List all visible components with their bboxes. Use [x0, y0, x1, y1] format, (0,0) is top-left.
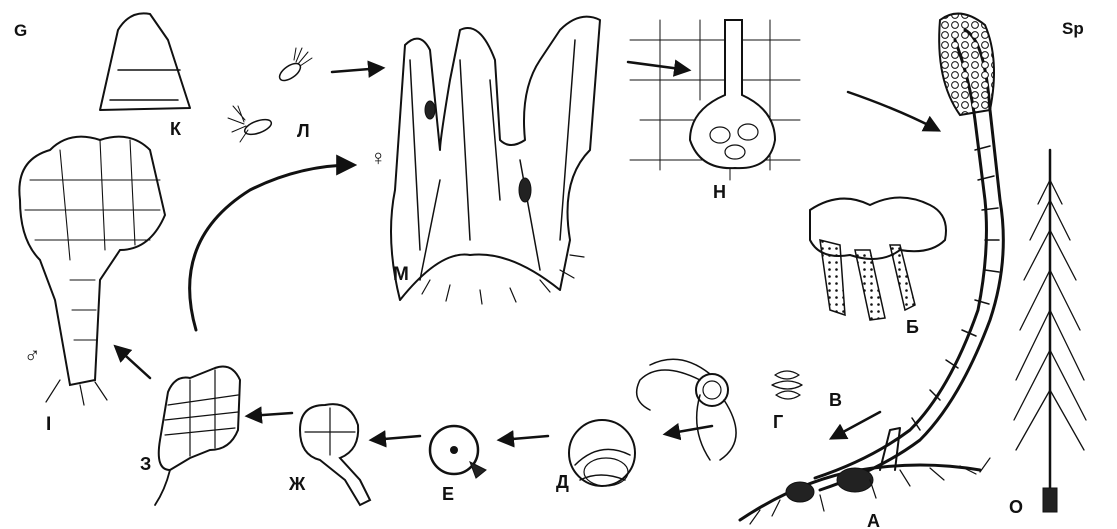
spore-uncoiled-elaters-drawing [637, 359, 736, 460]
label-b: Б [906, 317, 919, 337]
label-v: В [829, 390, 842, 410]
spore-drawing [430, 426, 486, 478]
arrow-l-to-m [332, 68, 382, 72]
sterile-shoot-drawing [1014, 150, 1086, 512]
arrow-zh-to-z [248, 413, 292, 416]
arrow-v-to-g [832, 412, 880, 438]
arrow-g-to-d [666, 426, 712, 434]
female-gametophyte-drawing [391, 17, 600, 304]
label-sp: Sp [1062, 19, 1084, 38]
arrow-n-to-sp [848, 92, 938, 130]
label-a: А [867, 511, 880, 529]
label-l: Л [297, 121, 310, 141]
label-o: О [1009, 497, 1023, 517]
label-e: Е [442, 484, 454, 504]
label-g-spore: Г [773, 412, 783, 432]
arrow-z-to-i [116, 347, 150, 378]
label-m: М [393, 264, 409, 285]
label-female: ♀ [370, 145, 387, 170]
arrow-cycle-to-m [190, 165, 353, 330]
rhizome-drawing [740, 428, 990, 524]
arrow-e-to-zh [372, 436, 420, 440]
arrow-m-to-n [628, 62, 688, 70]
early-prothallus-drawing [300, 404, 370, 505]
archegonium-section-drawing [630, 20, 800, 180]
young-gametophyte-drawing [155, 367, 240, 506]
archegonium-tissue-drawing [100, 13, 190, 110]
label-n: Н [713, 182, 726, 202]
label-d: Д [556, 472, 569, 492]
label-z: З [140, 454, 151, 474]
spore-coiled-elaters-drawing [772, 371, 802, 399]
germinating-spore-drawing [569, 420, 635, 486]
label-zh: Ж [288, 474, 306, 494]
male-gametophyte-drawing [19, 137, 165, 405]
label-i: І [46, 414, 51, 435]
label-k: К [170, 119, 182, 139]
label-male: ♂ [24, 342, 41, 367]
label-g: G [14, 21, 27, 40]
sporangiophore-drawing [810, 198, 946, 321]
arrow-d-to-e [500, 436, 548, 440]
